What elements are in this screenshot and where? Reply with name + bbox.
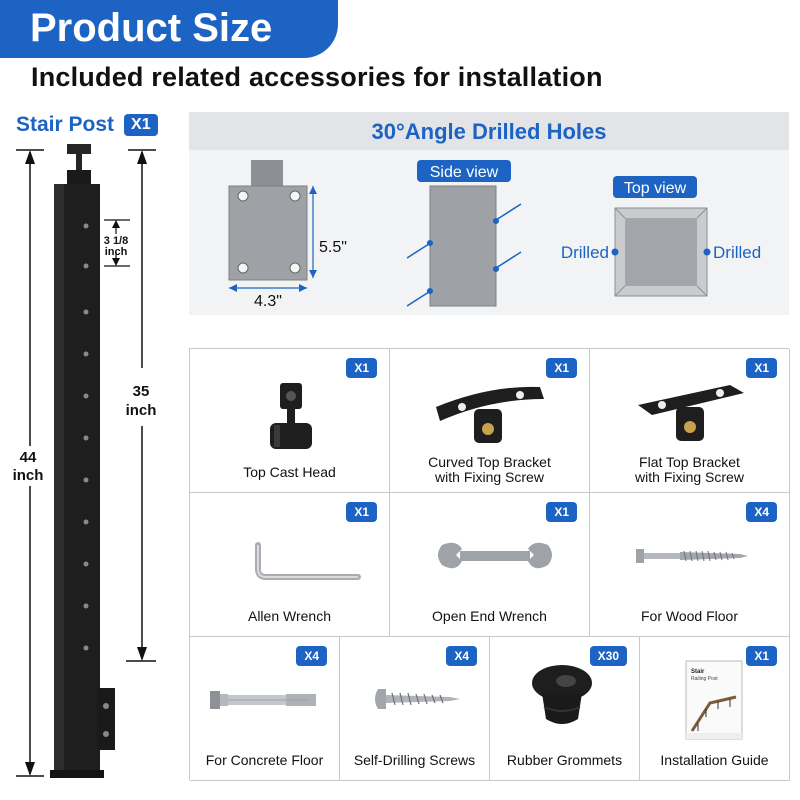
accessory-wood-floor-screw: X4 For Wood Floor xyxy=(590,493,790,637)
accessory-qty-badge: X4 xyxy=(746,502,777,522)
accessory-curved-top-bracket: X1 Curved Top Bracket with Fixing Screw xyxy=(390,349,590,493)
stair-post-heading: Stair Post X1 xyxy=(16,113,158,137)
side-view-label: Side view xyxy=(430,164,499,181)
top-view-drawing: Top view Drilled Drilled xyxy=(561,176,761,297)
flat-bracket-icon xyxy=(638,385,744,441)
anchor-bolt-icon xyxy=(210,691,316,709)
drilled-holes-title: 30°Angle Drilled Holes xyxy=(189,112,789,150)
accessory-qty-badge: X1 xyxy=(546,502,577,522)
total-height-dimension: 44 inch xyxy=(13,149,44,777)
accessory-flat-top-bracket: X1 Flat Top Bracket with Fixing Screw xyxy=(590,349,790,493)
stair-post-diagram: 44 inch 3 1/8 inch 35 inch xyxy=(13,144,157,778)
accessory-label: Curved Top Bracket xyxy=(428,454,551,470)
page-title: Product Size xyxy=(30,6,273,50)
accessory-label: Top Cast Head xyxy=(243,464,336,480)
drilled-holes-panel: 30°Angle Drilled Holes 5.5" 4.3" Side vi… xyxy=(189,112,789,315)
total-height-value: 44 xyxy=(20,449,37,466)
accessory-label: Allen Wrench xyxy=(247,608,331,624)
accessory-qty-badge: X1 xyxy=(746,646,777,666)
mid-height-dimension: 35 inch xyxy=(126,149,157,662)
accessory-label: Flat Top Bracket xyxy=(639,454,740,470)
accessory-label: Installation Guide xyxy=(660,752,769,768)
open-end-wrench-icon xyxy=(438,542,552,569)
title-banner: Product Size xyxy=(0,0,338,58)
accessory-rubber-grommets: X30 Rubber Grommets xyxy=(490,637,640,781)
accessory-label: For Wood Floor xyxy=(641,608,738,624)
accessory-qty-badge: X1 xyxy=(346,502,377,522)
curved-bracket-icon xyxy=(436,386,544,443)
drilled-holes-diagram: 5.5" 4.3" Side view Top view xyxy=(228,160,761,310)
guide-booklet-title: Stair xyxy=(691,669,705,675)
rubber-grommet-icon xyxy=(532,665,592,724)
post-body xyxy=(50,144,115,778)
accessory-qty-badge: X30 xyxy=(589,646,627,666)
accessory-qty-badge: X1 xyxy=(746,358,777,378)
accessory-label-line2: with Fixing Screw xyxy=(635,469,744,485)
accessory-label: Open End Wrench xyxy=(432,608,547,624)
plate-height-label: 5.5" xyxy=(319,239,347,256)
stair-post-qty-badge: X1 xyxy=(124,114,158,136)
accessory-label: Rubber Grommets xyxy=(506,752,623,768)
accessories-grid: X1 Top Cast Head X1 Curved Top Bracket w… xyxy=(189,348,790,781)
accessory-allen-wrench: X1 Allen Wrench xyxy=(190,493,390,637)
hole-spacing-unit: inch xyxy=(105,246,128,258)
accessory-qty-badge: X4 xyxy=(446,646,477,666)
accessory-concrete-floor-anchor: X4 For Concrete Floor xyxy=(190,637,340,781)
guide-booklet-subtitle: Railing Post xyxy=(691,676,718,682)
allen-wrench-icon xyxy=(255,542,361,580)
mid-height-unit: inch xyxy=(126,402,157,419)
drilled-right-label: Drilled xyxy=(713,243,761,262)
accessory-self-drilling-screws: X4 Self-Drilling Screws xyxy=(340,637,490,781)
drilled-left-label: Drilled xyxy=(561,243,609,262)
plate-width-label: 4.3" xyxy=(254,293,282,310)
installation-guide-icon: Stair Railing Post xyxy=(685,660,743,740)
accessory-label: Self-Drilling Screws xyxy=(353,752,476,768)
hole-spacing-dimension: 3 1/8 inch xyxy=(104,219,130,267)
accessory-qty-badge: X1 xyxy=(546,358,577,378)
page-subtitle: Included related accessories for install… xyxy=(31,62,603,92)
total-height-unit: inch xyxy=(13,467,44,484)
accessory-qty-badge: X1 xyxy=(346,358,377,378)
accessory-installation-guide: X1 Stair Railing Post Installation Guide xyxy=(640,637,790,781)
lag-screw-icon xyxy=(636,549,748,563)
self-drilling-screw-icon xyxy=(375,689,460,709)
cast-head-icon xyxy=(270,383,312,449)
accessory-qty-badge: X4 xyxy=(296,646,327,666)
mid-height-value: 35 xyxy=(133,383,150,400)
accessory-open-end-wrench: X1 Open End Wrench xyxy=(390,493,590,637)
hole-spacing-value: 3 1/8 xyxy=(104,235,128,247)
accessory-label-line2: with Fixing Screw xyxy=(435,469,544,485)
accessory-top-cast-head: X1 Top Cast Head xyxy=(190,349,390,493)
accessory-label: For Concrete Floor xyxy=(205,752,324,768)
top-view-label: Top view xyxy=(624,180,687,197)
post-holes xyxy=(83,223,89,651)
base-plate-drawing: 5.5" 4.3" xyxy=(228,160,347,310)
side-view-drawing: Side view xyxy=(406,160,522,307)
stair-post-title: Stair Post xyxy=(16,113,115,136)
